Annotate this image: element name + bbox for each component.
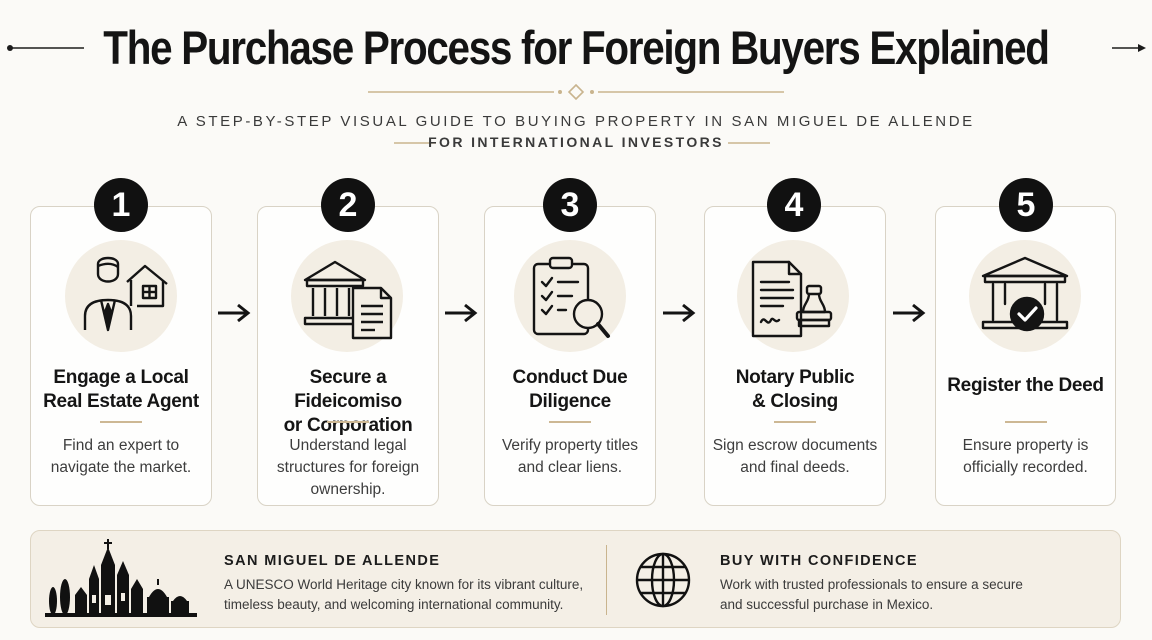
arrow-right-icon (663, 303, 696, 323)
step-rule-4 (774, 421, 816, 423)
page-title: The Purchase Process for Foreign Buyers … (103, 21, 1050, 74)
clipboard-magnifier-icon (532, 256, 610, 338)
right-arrow-ornament-icon (1112, 44, 1146, 52)
footer-right-heading: BUY WITH CONFIDENCE (720, 553, 918, 569)
footer-panel: SAN MIGUEL DE ALLENDE A UNESCO World Her… (30, 530, 1121, 628)
step-number-badge-4: 4 (767, 178, 821, 232)
icon-circle-3 (514, 240, 626, 352)
diamond-divider-icon (368, 84, 784, 100)
icon-circle-1 (65, 240, 177, 352)
arrow-right-icon (218, 303, 251, 323)
step-number-badge-5: 5 (999, 178, 1053, 232)
arrow-right-icon (893, 303, 926, 323)
document-stamp-icon (751, 260, 833, 338)
step-rule-5 (1005, 421, 1047, 423)
footer-right-text: Work with trusted professionals to ensur… (720, 577, 1023, 612)
icon-circle-4 (737, 240, 849, 352)
subtitle: A STEP-BY-STEP VISUAL GUIDE TO BUYING PR… (177, 113, 975, 130)
arrow-right-icon (445, 303, 478, 323)
step-rule-2 (327, 421, 369, 423)
step-rule-1 (100, 421, 142, 423)
step-number-badge-2: 2 (321, 178, 375, 232)
agent-house-icon (83, 256, 168, 332)
cathedral-skyline-icon (45, 539, 197, 617)
step-title-5: Register the Deed (947, 375, 1104, 396)
icon-circle-2 (291, 240, 403, 352)
step-rule-3 (549, 421, 591, 423)
globe-icon (635, 552, 691, 608)
step-number-badge-1: 1 (94, 178, 148, 232)
subtitle-rule-right (728, 142, 770, 144)
subtitle-rule-left (394, 142, 436, 144)
subtitle-investors: FOR INTERNATIONAL INVESTORS (428, 134, 724, 150)
title-row: The Purchase Process for Foreign Buyers … (0, 16, 1152, 80)
step-number-badge-3: 3 (543, 178, 597, 232)
footer-left-heading: SAN MIGUEL DE ALLENDE (224, 553, 441, 569)
footer-divider (606, 545, 607, 615)
bank-document-icon (303, 260, 393, 340)
icon-circle-5 (969, 240, 1081, 352)
bank-checkmark-icon (981, 256, 1069, 332)
footer-left-text: A UNESCO World Heritage city known for i… (224, 577, 584, 612)
left-arrow-ornament-icon (7, 45, 84, 51)
step-title-4: Notary Public& Closing (735, 367, 855, 412)
